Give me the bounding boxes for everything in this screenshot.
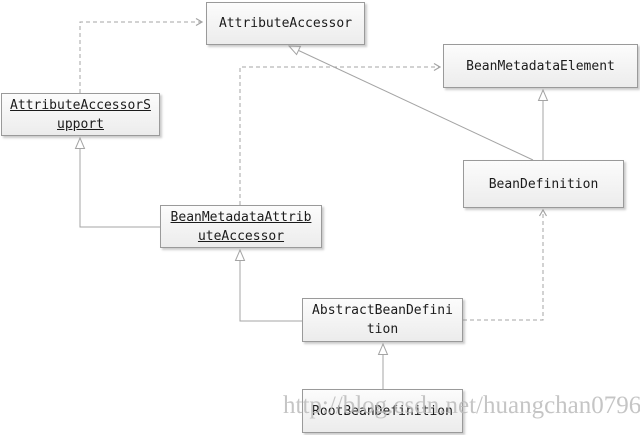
class-node-root-bean-definition: RootBeanDefinition <box>302 389 463 433</box>
class-name-text: BeanMetadataAttrib <box>170 209 312 225</box>
class-name-text: tion <box>366 322 399 337</box>
class-name-text: BeanMetadataElement <box>466 58 615 74</box>
edge-implements-attribute-accessor-support-to-attribute-accessor <box>79 17 204 93</box>
edge-implements-abstract-bean-definition-to-bean-definition <box>463 208 548 321</box>
class-name-text: upport <box>57 116 104 132</box>
class-node-abstract-bean-definition: AbstractBeanDefini tion <box>302 298 463 342</box>
class-name-text: AbstractBeanDefini <box>312 303 453 318</box>
class-node-attribute-accessor-support: AttributeAccessorS upport <box>1 93 160 136</box>
class-name-text: BeanDefinition <box>488 176 599 192</box>
class-node-attribute-accessor: AttributeAccessor <box>206 2 365 45</box>
edge-extends-bean-definition-to-attribute-accessor <box>287 45 534 161</box>
class-node-bean-metadata-element: BeanMetadataElement <box>443 44 638 88</box>
class-name-text: RootBeanDefinition <box>312 403 453 419</box>
edge-extends-abstract-bean-definition-to-bean-metadata-attribute-accessor <box>234 248 302 322</box>
edge-implements-bean-metadata-attribute-accessor-to-bean-metadata-element <box>239 62 442 205</box>
class-name-text: uteAccessor <box>197 228 285 244</box>
class-node-bean-metadata-attribute-accessor: BeanMetadataAttrib uteAccessor <box>160 205 322 248</box>
class-node-bean-definition: BeanDefinition <box>463 160 624 208</box>
class-name-text: AttributeAccessorS <box>10 97 151 113</box>
edge-extends-bean-metadata-attribute-accessor-to-attribute-accessor-support <box>74 136 160 228</box>
class-name-text: AttributeAccessor <box>218 16 353 31</box>
